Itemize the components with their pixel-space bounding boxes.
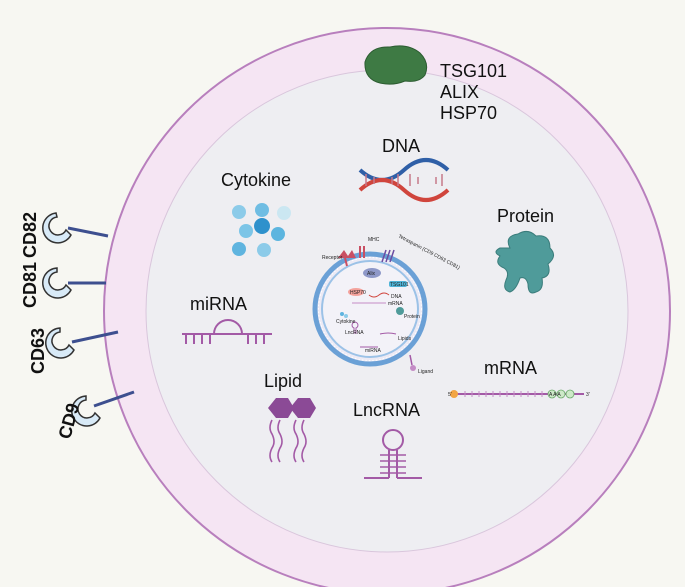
lncrna-label: LncRNA	[353, 400, 420, 420]
mini-receptor-label: Receptor	[322, 255, 343, 261]
dna-label: DNA	[382, 136, 420, 156]
mini-mrna-label: mRNA	[388, 301, 403, 307]
mirna-label: miRNA	[190, 294, 247, 314]
cd81-marker	[42, 267, 106, 299]
hsp70-label: HSP70	[440, 103, 497, 123]
cd63-marker	[45, 327, 119, 359]
mini-alix-label: Alix	[367, 271, 376, 277]
lncrna-icon	[364, 429, 422, 479]
mini-ligand-label: Ligand	[418, 369, 433, 375]
mirna-icon	[182, 319, 272, 344]
lipid-label: Lipid	[264, 371, 302, 391]
mini-tetraspanin-icon	[381, 249, 395, 263]
dna-helix-icon	[358, 158, 450, 202]
mrna-label: mRNA	[484, 358, 537, 378]
cd82-marker	[42, 212, 109, 244]
mrna-polya-label: A A A	[549, 392, 561, 398]
tsg101-label: TSG101	[440, 61, 507, 81]
tsg101-alix-hsp70-blob	[364, 45, 428, 85]
mini-mhc-icon	[359, 246, 365, 258]
protein-label: Protein	[497, 206, 554, 226]
mini-receptor-icon	[338, 250, 356, 258]
cd9-marker	[71, 390, 135, 427]
mini-lipids-label: Lipids	[398, 336, 412, 342]
mrna-cap-label: 5'	[448, 392, 452, 398]
cd82-label: CD82	[20, 212, 40, 258]
protein-icon	[495, 230, 554, 294]
mrna-icon	[450, 389, 584, 399]
mrna-tail-label: 3'	[586, 392, 590, 398]
mini-tsg101-label: TSG101	[390, 282, 409, 288]
mini-lncrna-label: LncRNA	[345, 330, 364, 336]
cd63-label: CD63	[28, 328, 48, 374]
mini-cytokine-label: Cytokine	[336, 319, 356, 325]
cytokine-label: Cytokine	[221, 170, 291, 190]
cd9-label: CD9	[55, 401, 84, 441]
alix-label: ALIX	[440, 82, 479, 102]
lipid-icon	[268, 398, 316, 463]
mini-hsp70-label: HSP70	[350, 290, 366, 296]
cd81-label: CD81	[20, 262, 40, 308]
mini-protein-label: Protein	[404, 314, 420, 320]
mini-exosome	[312, 246, 428, 371]
mini-dna-label: DNA	[391, 294, 402, 300]
cytokine-icon	[232, 203, 291, 257]
mini-mirna-label: miRNA	[365, 348, 381, 354]
mini-mhc-label: MHC	[368, 237, 380, 243]
